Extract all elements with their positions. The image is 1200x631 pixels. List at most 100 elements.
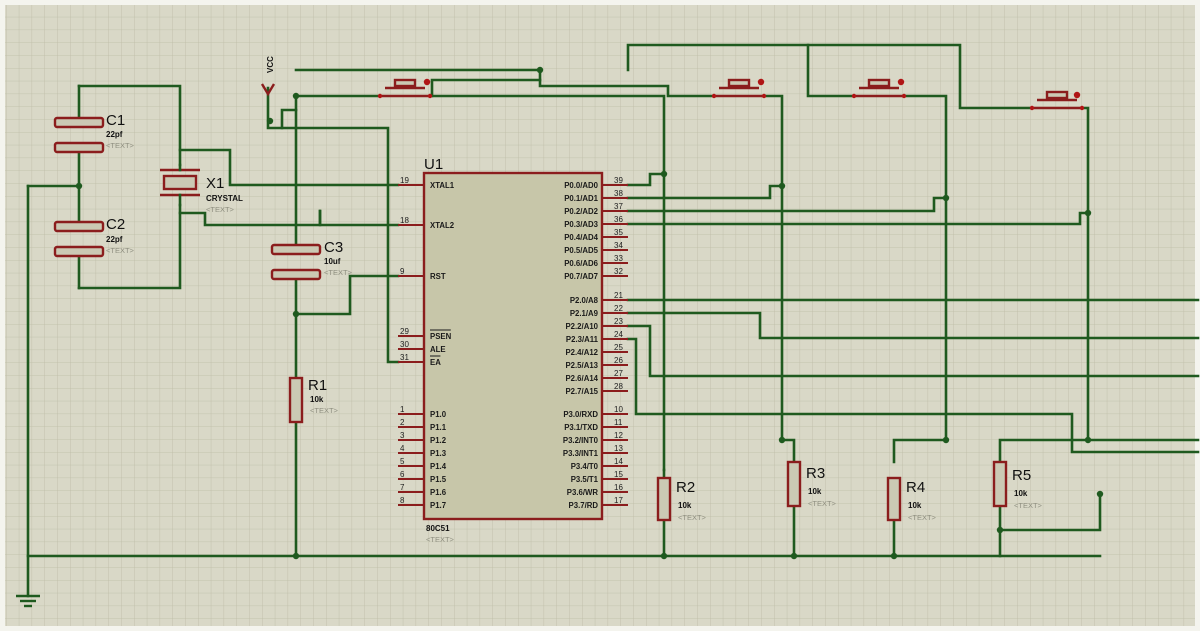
crystal-x1[interactable]: X1 CRYSTAL <TEXT>: [160, 163, 243, 214]
vcc-terminal[interactable]: VCC: [260, 56, 276, 97]
mcu-pin-left: 2P1.1: [398, 418, 447, 432]
pin-name: ALE: [430, 345, 446, 354]
pin-number: 1: [400, 405, 405, 414]
c3-ref: C3: [324, 239, 343, 256]
r4-value: 10k: [908, 501, 922, 510]
r5-text: <TEXT>: [1014, 501, 1043, 510]
r2-ref: R2: [676, 479, 695, 496]
c1-to-crystal-wire: [77, 84, 182, 167]
pin-name: P0.2/AD2: [564, 207, 598, 216]
junction-dot: [292, 310, 300, 318]
resistor-r5[interactable]: R5 10k <TEXT>: [992, 460, 1043, 510]
wires: [26, 43, 1200, 598]
resistor-r4[interactable]: R4 10k <TEXT>: [886, 476, 937, 522]
pin-number: 7: [400, 483, 405, 492]
pin-number: 31: [400, 353, 409, 362]
microcontroller-u1[interactable]: U1 80C51 <TEXT> 19XTAL118XTAL29RST29PSEN…: [398, 156, 628, 544]
junction-dot: [292, 552, 300, 560]
pin-number: 37: [614, 202, 623, 211]
sw1-to-r2-wire: [430, 94, 666, 472]
pushbutton-1[interactable]: [377, 78, 433, 99]
pin-name: P2.6/A14: [565, 374, 598, 383]
p02-wire: [626, 196, 948, 213]
junction-dot: [1084, 209, 1092, 217]
capacitor-c2[interactable]: C2 22pf <TEXT>: [53, 216, 135, 258]
c1-ref: C1: [106, 112, 125, 129]
junction-dot: [660, 552, 668, 560]
pin-name: P2.7/A15: [565, 387, 598, 396]
pushbutton-4[interactable]: [1029, 90, 1085, 111]
pin-name: P3.2/INT0: [563, 436, 599, 445]
resistor-r2[interactable]: R2 10k <TEXT>: [656, 468, 707, 522]
resistor-r3[interactable]: R3 10k <TEXT>: [786, 460, 837, 508]
pushbutton-3[interactable]: [851, 78, 907, 99]
c2-ref: C2: [106, 216, 125, 233]
pushbutton-2[interactable]: [711, 78, 767, 99]
u1-ref: U1: [424, 156, 443, 173]
r4-ref: R4: [906, 479, 925, 496]
r5-value: 10k: [1014, 489, 1028, 498]
junction-dot: [1084, 436, 1092, 444]
pin-number: 12: [614, 431, 623, 440]
capacitor-c3[interactable]: C3 10uf <TEXT>: [270, 239, 353, 281]
c3-text: <TEXT>: [324, 268, 353, 277]
pin-name: P0.1/AD1: [564, 194, 598, 203]
u1-part: 80C51: [426, 524, 450, 533]
junction-dot: [790, 552, 798, 560]
junction-dot: [660, 170, 668, 178]
pin-number: 15: [614, 470, 623, 479]
pin-name: P0.6/AD6: [564, 259, 598, 268]
x1-text: <TEXT>: [206, 205, 235, 214]
pin-name: RST: [430, 272, 446, 281]
mcu-pin-left: 1P1.0: [398, 405, 447, 419]
r3-value: 10k: [808, 487, 822, 496]
pin-name: P3.5/T1: [571, 475, 599, 484]
pin-number: 26: [614, 356, 623, 365]
r1-value: 10k: [310, 395, 324, 404]
pin-name: P2.5/A13: [565, 361, 598, 370]
c2-to-crystal-wire: [77, 203, 182, 290]
pin-number: 18: [400, 216, 409, 225]
sw2-left-wire: [294, 68, 716, 98]
pin-name: P0.7/AD7: [564, 272, 598, 281]
p00-wire: [626, 172, 666, 187]
mcu-pin-left: 7P1.6: [398, 483, 447, 497]
u1-text: <TEXT>: [426, 535, 455, 544]
junction-dot: [996, 526, 1004, 534]
pin-name: P3.3/INT1: [563, 449, 599, 458]
pin-name: P0.3/AD3: [564, 220, 598, 229]
c1-value: 22pf: [106, 130, 123, 139]
pin-name: P3.0/RXD: [563, 410, 598, 419]
pin-number: 13: [614, 444, 623, 453]
capacitor-c1[interactable]: C1 22pf <TEXT>: [53, 112, 135, 154]
junction-dot: [292, 92, 300, 100]
pin-number: 10: [614, 405, 623, 414]
p03-wire: [626, 211, 1090, 226]
vcc-tap-wire: [280, 108, 298, 130]
pin-name: P1.1: [430, 423, 447, 432]
pin-number: 4: [400, 444, 405, 453]
pin-name: P2.0/A8: [570, 296, 599, 305]
pin-name: XTAL1: [430, 181, 455, 190]
pin-number: 38: [614, 189, 623, 198]
x1-ref: X1: [206, 175, 224, 192]
pin-number: 35: [614, 228, 623, 237]
mcu-left-pins: 19XTAL118XTAL29RST29PSEN30ALE31EA1P1.02P…: [398, 176, 455, 510]
pin-number: 32: [614, 267, 623, 276]
pin-name: P3.4/T0: [571, 462, 599, 471]
pin-number: 39: [614, 176, 623, 185]
resistor-r1[interactable]: R1 10k <TEXT>: [288, 376, 339, 424]
mcu-body: [422, 171, 604, 521]
